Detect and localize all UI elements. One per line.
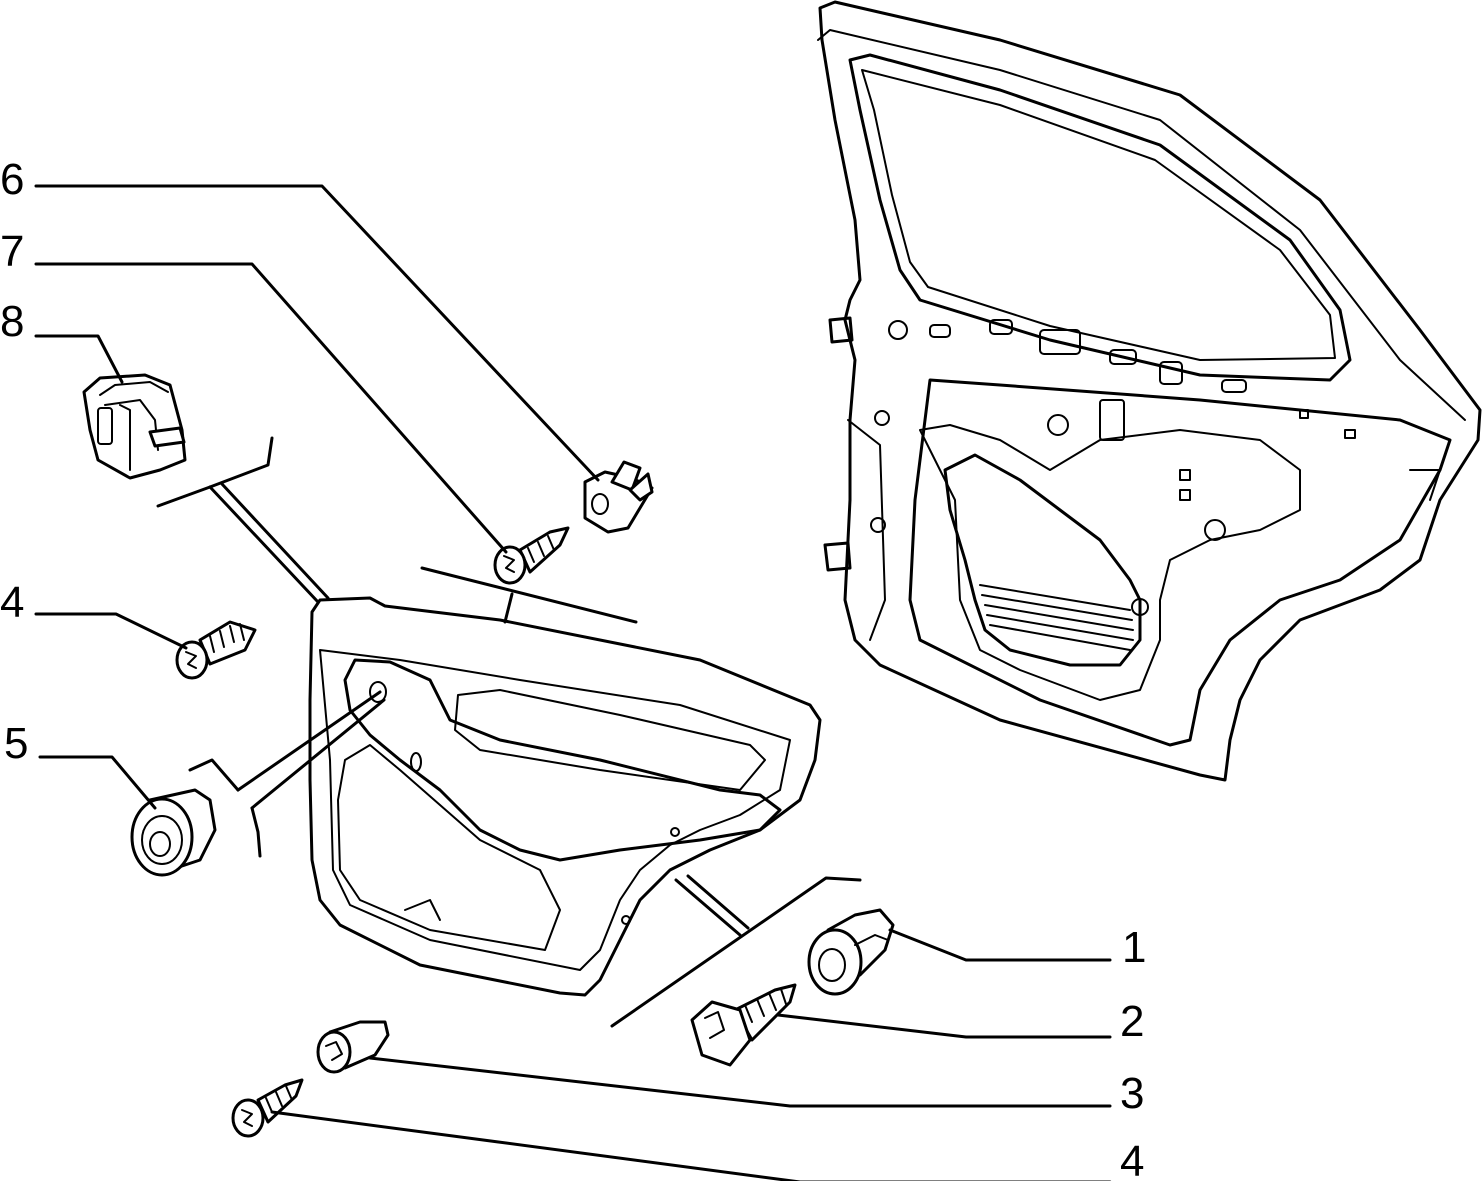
callout-4-bottom: 4 <box>1120 1137 1145 1186</box>
leader-lines <box>34 184 1112 1181</box>
callout-3: 3 <box>1120 1069 1145 1118</box>
plug-part-5 <box>130 788 217 877</box>
door-trim-panel <box>308 596 822 997</box>
screw-part-7 <box>493 526 570 585</box>
callout-6: 6 <box>0 155 25 204</box>
grouping-brackets <box>156 436 862 1028</box>
callout-4-left: 4 <box>0 578 25 627</box>
screw-part-2 <box>690 983 797 1067</box>
screw-part-4-bottom <box>231 1078 304 1138</box>
clip-part-8 <box>82 373 187 480</box>
door-frame <box>817 0 1482 782</box>
callout-8: 8 <box>0 297 25 346</box>
callout-1: 1 <box>1122 923 1147 972</box>
push-clip-part-1 <box>807 908 895 996</box>
callout-7: 7 <box>0 227 25 276</box>
callout-2: 2 <box>1120 997 1145 1046</box>
screw-part-4-left <box>175 620 257 680</box>
clip-part-6 <box>583 460 654 534</box>
bullet-fastener-part-3 <box>316 1020 390 1074</box>
callout-5: 5 <box>4 719 29 768</box>
